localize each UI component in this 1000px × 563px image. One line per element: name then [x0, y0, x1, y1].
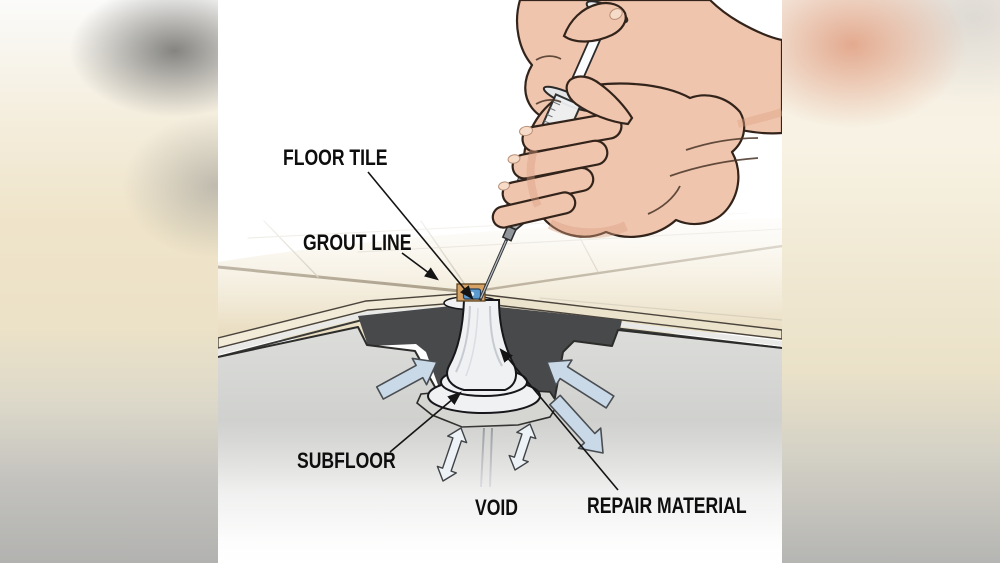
double-arrow	[436, 427, 468, 482]
subfloor-pointer	[389, 391, 462, 453]
flow-arrow	[546, 359, 615, 409]
tile-repair-diagram: FLOOR TILE GROUT LINE SUBFLOOR VOID REPA…	[218, 0, 782, 563]
bottom-fade	[218, 420, 782, 563]
material-spread-arrows	[375, 357, 615, 454]
labels: FLOOR TILE GROUT LINE SUBFLOOR VOID REPA…	[283, 146, 747, 520]
lower-thumb	[565, 75, 634, 126]
movement-double-arrows	[436, 423, 537, 482]
label-floor-tile: FLOOR TILE	[283, 146, 388, 170]
grout-line-pointer	[401, 252, 439, 281]
double-arrow	[508, 423, 537, 471]
label-pointer-lines	[367, 171, 619, 491]
fingernails	[498, 8, 623, 191]
blurred-left-pillarbox	[0, 0, 218, 563]
skin-shading	[526, 108, 782, 239]
blurred-right-pillarbox	[782, 0, 1000, 563]
label-repair-material: REPAIR MATERIAL	[587, 494, 747, 518]
label-void: VOID	[475, 496, 518, 520]
repair-material-pointer	[499, 348, 619, 491]
label-subfloor: SUBFLOOR	[297, 449, 396, 473]
hands-and-syringe	[478, 0, 782, 301]
floor-tile-pointer	[367, 171, 474, 300]
hand-detail-lines	[535, 55, 759, 215]
flow-arrow	[375, 357, 438, 400]
label-grout-line: GROUT LINE	[303, 231, 411, 255]
flow-arrow	[549, 394, 604, 454]
